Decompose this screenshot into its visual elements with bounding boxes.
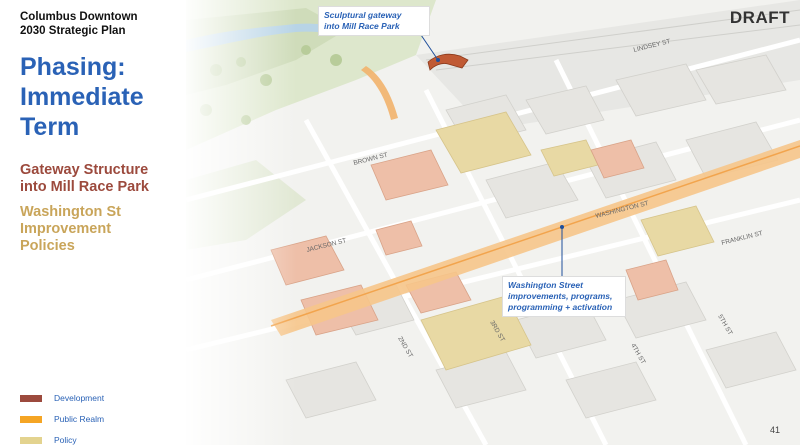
draft-badge: DRAFT (729, 8, 790, 27)
page-number: 41 (769, 425, 780, 435)
phase-line: into Mill Race Park (20, 179, 149, 195)
page-heading-line: Term (20, 113, 80, 141)
downtown-map: LINDSEY ST BROWN ST JACKSON ST WASHINGTO… (186, 0, 800, 445)
phase-line: Policies (20, 238, 75, 254)
legend-swatch (20, 394, 42, 402)
legend-label: Public Realm (54, 414, 105, 424)
legend-label: Policy (54, 435, 77, 445)
washington-callout: Washington Street improvements, programs… (502, 276, 626, 317)
legend-swatch (20, 436, 42, 444)
legend-item-public-realm: Public Realm (20, 413, 104, 425)
phase-washington-st: Washington St Improvement Policies (20, 204, 185, 255)
plan-title-line: Columbus Downtown (20, 11, 138, 23)
callout-line: Washington Street (508, 280, 583, 290)
page-heading-line: Immediate (20, 83, 144, 111)
legend-item-policy: Policy (20, 434, 77, 445)
left-panel: Columbus Downtown 2030 Strategic Plan Ph… (0, 0, 186, 445)
page-heading: Phasing: Immediate Term (20, 52, 185, 142)
plan-title: Columbus Downtown 2030 Strategic Plan (20, 10, 180, 38)
phase-line: Gateway Structure (20, 162, 149, 178)
page-heading-line: Phasing: (20, 53, 126, 81)
plan-title-line: 2030 Strategic Plan (20, 25, 126, 37)
phase-line: Improvement (20, 221, 112, 237)
legend-swatch (20, 415, 42, 423)
phase-gateway-structure: Gateway Structure into Mill Race Park (20, 162, 185, 196)
callout-line: programming + activation (508, 302, 613, 312)
callout-line: Sculptural gateway (324, 10, 402, 20)
phase-line: Washington St (20, 204, 121, 220)
callout-line: into Mill Race Park (324, 21, 400, 31)
gateway-callout: Sculptural gateway into Mill Race Park (318, 6, 430, 36)
callout-line: improvements, programs, (508, 291, 613, 301)
legend-label: Development (54, 393, 105, 403)
legend-item-development: Development (20, 392, 104, 404)
